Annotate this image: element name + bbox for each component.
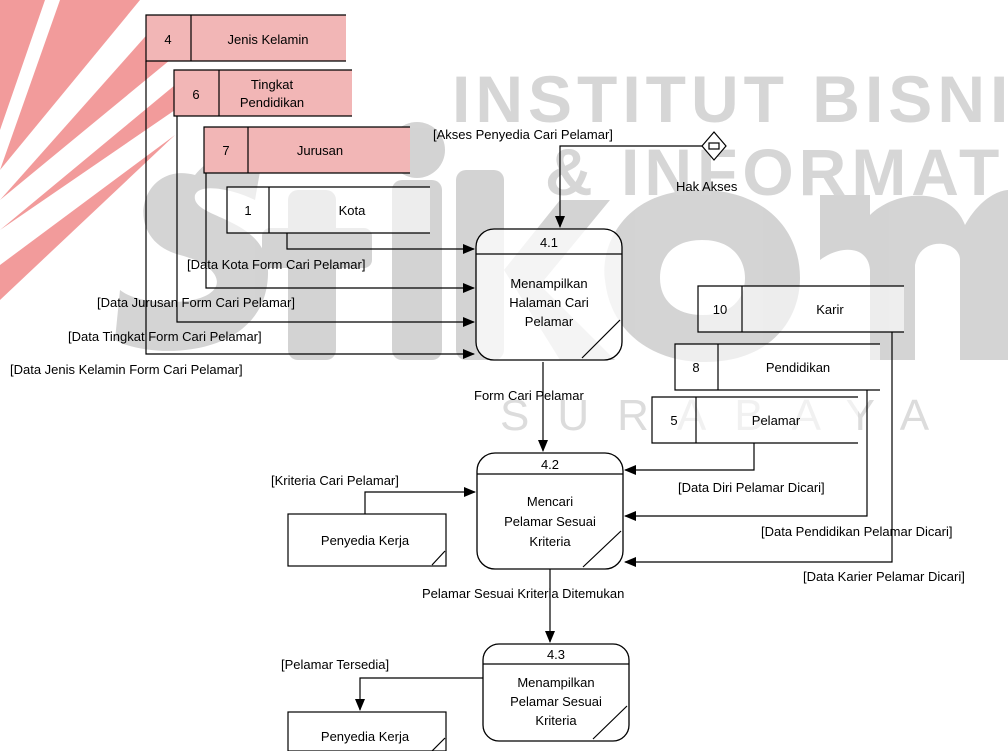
flow-form-label: Form Cari Pelamar [474,388,584,403]
flow-kota-line [286,233,475,254]
store-id-4: 4 [164,32,171,47]
process-4-3-line3: Kriteria [535,713,577,728]
process-4-1 [475,228,623,361]
process-4-3-line1: Menampilkan [517,675,594,690]
watermark-logo-rays [0,0,175,300]
process-4-2-line1: Mencari [527,494,573,509]
watermark-line1: INSTITUT BISNIS [452,62,1008,136]
store-name-kota: Kota [339,203,367,218]
flow-diri-line [624,443,755,475]
store-id-8: 8 [692,360,699,375]
data-store-jurusan [203,126,410,174]
process-4-1-line2: Halaman Cari [509,295,589,310]
hak-akses-label: Hak Akses [676,179,738,194]
process-4-1-number: 4.1 [540,235,558,250]
flow-tersedia-line [355,677,483,711]
flow-akses-label: [Akses Penyedia Cari Pelamar] [433,127,613,142]
flow-labels: [Akses Penyedia Cari Pelamar] [Data Kota… [10,127,965,672]
process-4-2-line2: Pelamar Sesuai [504,514,596,529]
store-id-5: 5 [670,413,677,428]
store-id-10: 10 [713,302,727,317]
flow-jurusan-line [205,173,475,293]
process-4-1-line1: Menampilkan [510,276,587,291]
flow-akses-line [555,145,702,228]
external-entity-penyedia-kerja-1 [287,513,447,567]
flow-kota-label: [Data Kota Form Cari Pelamar] [187,257,365,272]
flow-jurusan-label: [Data Jurusan Form Cari Pelamar] [97,295,295,310]
flow-ditemukan-label: Pelamar Sesuai Kriteria Ditemukan [422,586,624,601]
store-id-6: 6 [192,87,199,102]
flow-tingkat-line [176,116,475,327]
watermark-line2: & INFORMATIKA [545,135,1008,209]
data-store-tingkat-pendidikan [173,69,352,117]
flow-pendidikan-label: [Data Pendidikan Pelamar Dicari] [761,524,952,539]
flow-kriteria-label: [Kriteria Cari Pelamar] [271,473,399,488]
process-4-3 [482,643,630,742]
store-name-pelamar: Pelamar [752,413,801,428]
external-entity-penyedia-kerja-2 [287,711,447,751]
store-name-karir: Karir [816,302,844,317]
store-name-jenis-kelamin: Jenis Kelamin [228,32,309,47]
store-name-jurusan: Jurusan [297,143,343,158]
data-store-karir [697,285,904,333]
data-store-kota [226,186,430,234]
process-4-2-number: 4.2 [541,457,559,472]
store-name-pendidikan: Pendidikan [766,360,830,375]
hak-akses-diamond [701,131,727,161]
flow-jenis-kelamin-label: [Data Jenis Kelamin Form Cari Pelamar] [10,362,243,377]
flow-tersedia-label: [Pelamar Tersedia] [281,657,389,672]
flow-karier-line [624,332,893,567]
process-4-3-line2: Pelamar Sesuai [510,694,602,709]
process-4-2-line3: Kriteria [529,534,571,549]
data-store-jenis-kelamin [145,14,346,62]
entity-1-label: Penyedia Kerja [321,533,410,548]
store-id-1: 1 [244,203,251,218]
store-name-tingkat-line2: Pendidikan [240,95,304,110]
flow-karier-label: [Data Karier Pelamar Dicari] [803,569,965,584]
flow-jenis-kelamin-line [145,61,475,359]
flow-tingkat-label: [Data Tingkat Form Cari Pelamar] [68,329,262,344]
data-store-pelamar [651,396,858,444]
data-store-pendidikan [674,343,880,391]
flow-diri-label: [Data Diri Pelamar Dicari] [678,480,825,495]
store-name-tingkat-line1: Tingkat [251,77,294,92]
process-4-3-number: 4.3 [547,647,565,662]
flow-kriteria-line [364,487,476,514]
store-id-7: 7 [222,143,229,158]
process-4-1-line3: Pelamar [525,314,574,329]
flow-pendidikan-line [624,390,868,521]
flow-lines [145,61,893,711]
entity-2-label: Penyedia Kerja [321,729,410,744]
